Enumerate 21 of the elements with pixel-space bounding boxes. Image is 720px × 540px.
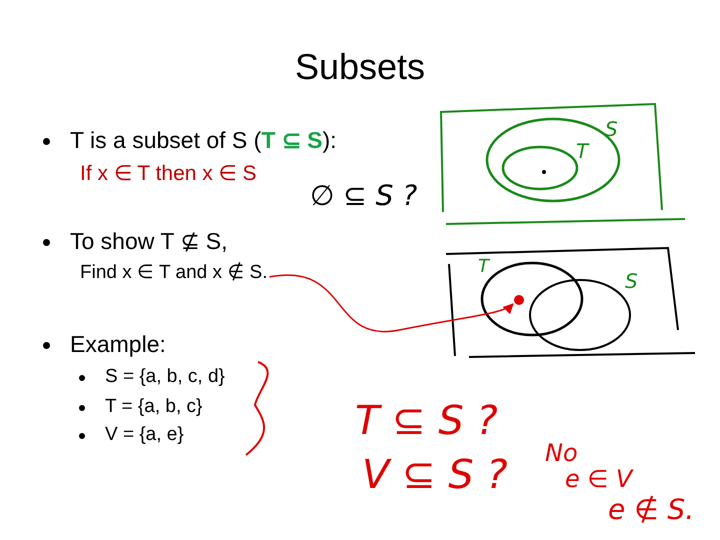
bullet-text: T = {a, b, c} (105, 396, 202, 418)
bullet-text: V = {a, e} (105, 424, 184, 446)
bullet-text: Example: (70, 331, 166, 358)
set-label: T (478, 257, 489, 278)
handwritten-note: T ⊆ S ? (355, 398, 498, 444)
set-label: S (605, 118, 618, 141)
handwritten-note: V ⊆ S ? (362, 452, 508, 498)
leader-arrow (269, 274, 514, 332)
handwritten-note: e ∉ S. (608, 494, 694, 526)
handwritten-note: No (545, 440, 578, 468)
definition-text: If x ∈ T then x ∈ S (80, 162, 256, 186)
set-label: S (625, 270, 638, 293)
instruction-text: Find x ∈ T and x ∉ S. (80, 262, 268, 284)
bullet-text: To show T ⊈ S, (70, 228, 228, 254)
slide-title: Subsets (294, 46, 426, 88)
bullet-text: T is a subset of S (T ⊆ S): (70, 127, 337, 154)
set-label: T (576, 140, 588, 163)
bullet-text: S = {a, b, c, d} (105, 366, 225, 388)
point-dot (514, 295, 524, 305)
handwritten-note: e ∈ V (565, 466, 632, 494)
handwritten-note: ∅ ⊆ S ? (310, 180, 418, 212)
